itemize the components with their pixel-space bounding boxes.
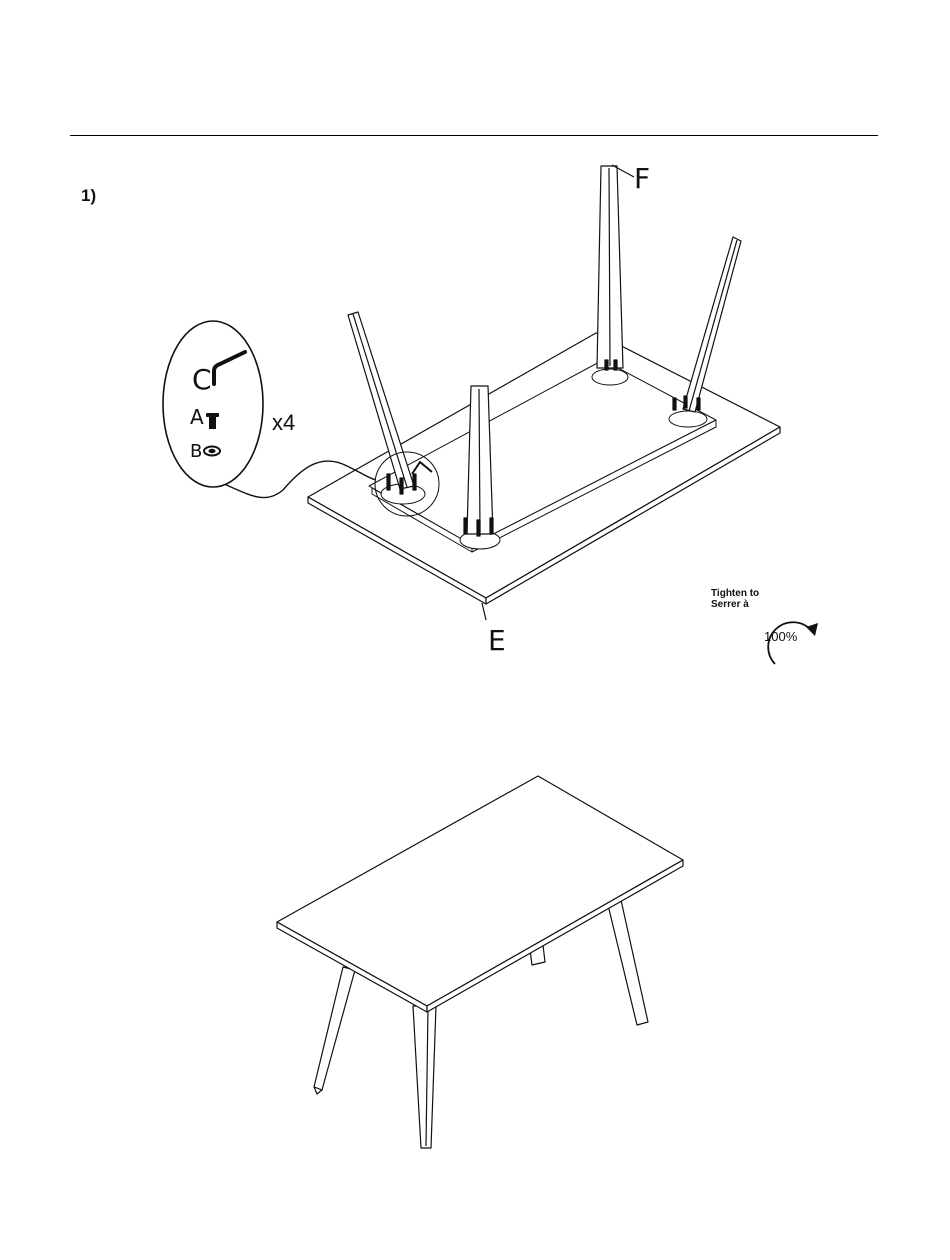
- front-leg: [413, 1006, 436, 1148]
- tighten-french: Serrer à: [711, 599, 759, 610]
- left-leg: [314, 967, 355, 1090]
- torque-value: 100%: [764, 629, 797, 644]
- assembled-tabletop: [277, 776, 683, 1006]
- right-leg: [608, 900, 648, 1025]
- leg-right: [683, 237, 741, 412]
- tighten-english: Tighten to: [711, 588, 759, 599]
- tabletop-part-label: E: [488, 624, 506, 657]
- quantity-label: x4: [272, 410, 295, 436]
- parts-callout-bubble: [163, 321, 263, 487]
- part-label-c: C: [192, 363, 212, 396]
- part-label-b: B: [190, 441, 202, 462]
- assembled-table: [277, 776, 683, 1148]
- leg-part-label: F: [634, 162, 650, 195]
- part-label-a: A: [190, 405, 204, 429]
- tighten-instruction: Tighten to Serrer à: [711, 588, 759, 610]
